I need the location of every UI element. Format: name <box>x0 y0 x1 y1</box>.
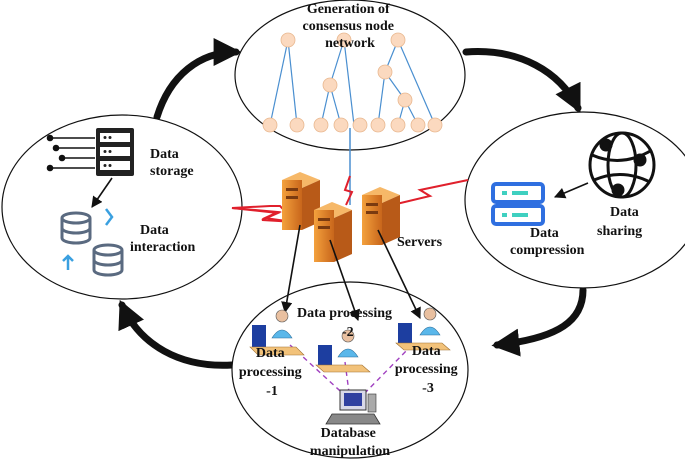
compression-server-icon <box>491 182 545 226</box>
server-tower-3 <box>362 187 400 245</box>
workstation-1 <box>249 309 305 356</box>
tree-node <box>370 117 386 133</box>
cycle-arrow-left-to-top <box>153 38 242 121</box>
tree-node <box>390 32 406 48</box>
server-arrow-2 <box>329 239 360 322</box>
tree-node <box>410 117 426 133</box>
tree-node <box>313 117 329 133</box>
lightning-top-bolt <box>343 175 354 206</box>
workstation-user-icon <box>249 307 451 373</box>
workstation-2 <box>315 329 371 373</box>
tree-node <box>427 117 443 133</box>
tree-node <box>352 117 368 133</box>
cycle-arrows <box>118 38 587 369</box>
cycle-arrow-bottom-to-left <box>118 299 236 369</box>
server-rack-icon <box>46 128 134 176</box>
data-interaction-label: Data interaction <box>130 223 196 255</box>
tree-node <box>322 77 338 93</box>
server-arrow-3 <box>377 229 421 320</box>
workstation-3 <box>395 307 451 351</box>
database-sync-icon <box>60 208 124 277</box>
tree-node <box>336 32 352 48</box>
top-title: Generation of consensus node network <box>303 2 398 51</box>
tree-node <box>289 117 305 133</box>
tree-node <box>390 117 406 133</box>
data-processing-3-label: Data processing -3 <box>395 344 461 396</box>
data-processing-2-label: Data processing -2 <box>297 306 396 340</box>
sharing-to-compression-arrow <box>553 182 589 199</box>
data-sharing-label: Data sharing <box>597 205 642 239</box>
server-tower-2 <box>314 202 352 262</box>
tree-node <box>262 117 278 133</box>
database-manipulation-label: Database manipulation <box>310 426 390 459</box>
tree-node <box>333 117 349 133</box>
tree-nodes <box>262 32 443 133</box>
cycle-arrow-top-to-right <box>462 48 582 114</box>
tree-node <box>397 92 413 108</box>
lightning-right-bolt <box>387 179 469 207</box>
data-compression-label: Data compression <box>510 226 585 258</box>
data-storage-label: Data storage <box>150 147 194 179</box>
servers-label: Servers <box>397 235 443 250</box>
computer-terminal-icon <box>325 389 381 425</box>
tree-node <box>280 32 296 48</box>
cycle-arrow-right-to-bottom <box>491 286 587 357</box>
server-tower-icon <box>282 172 400 262</box>
server-arrow-1 <box>281 224 301 314</box>
data-processing-1-label: Data processing -1 <box>239 346 305 399</box>
tree-node <box>377 64 393 80</box>
lightning-links <box>231 175 469 224</box>
server-to-processing-arrows <box>281 224 421 322</box>
storage-to-interaction-arrow <box>91 177 113 208</box>
right-ellipse <box>464 111 685 289</box>
globe-network-icon <box>588 131 656 199</box>
